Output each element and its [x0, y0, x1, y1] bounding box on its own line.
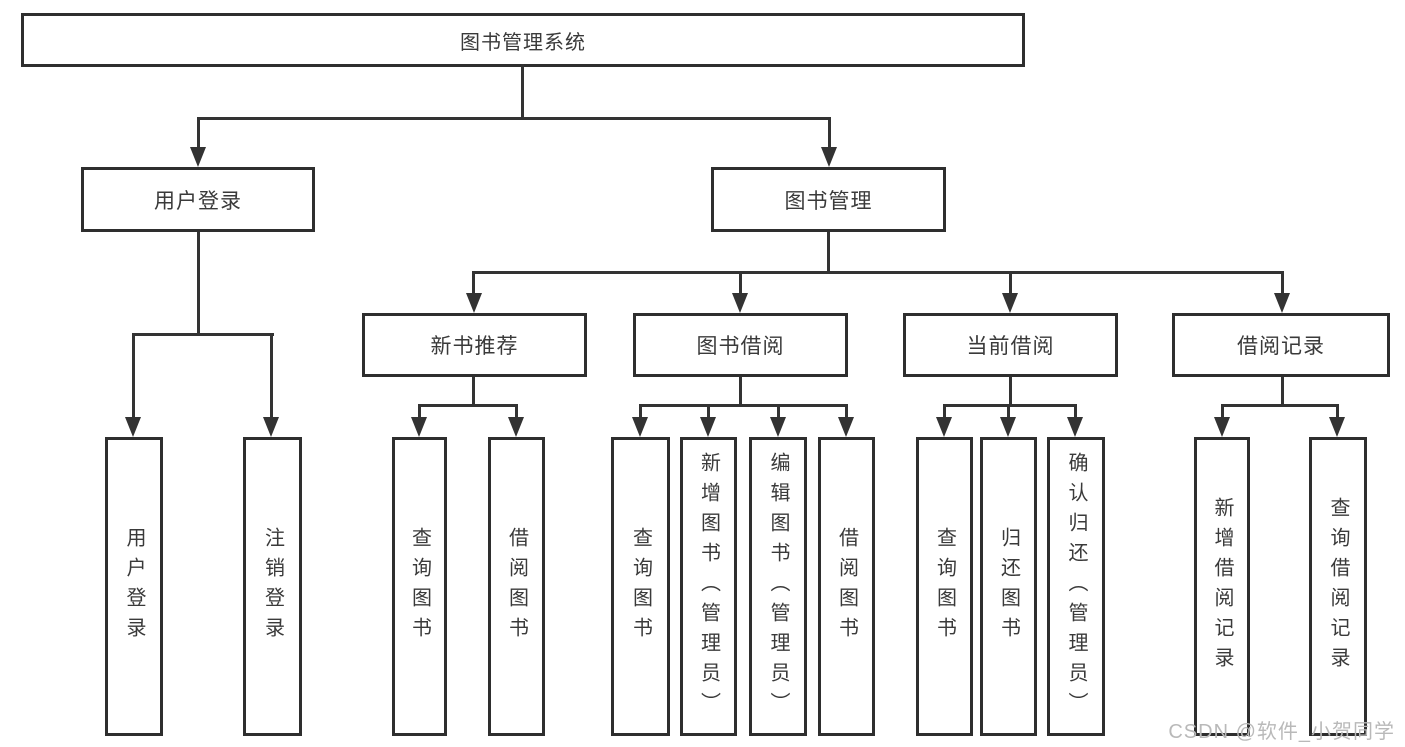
- node-root: 图书管理系统: [21, 13, 1025, 67]
- node-leaf-add-book-admin-label: 新增图书（管理员）: [697, 451, 720, 722]
- connector-borrow-bar: [639, 404, 847, 407]
- node-leaf-query-book-2: 查询图书: [611, 437, 670, 736]
- node-user-login: 用户登录: [81, 167, 315, 232]
- connector-level3-bar: [472, 271, 1284, 274]
- connector-current-c2-drop: [1007, 404, 1010, 420]
- node-leaf-logout-label: 注销登录: [261, 526, 284, 647]
- node-leaf-add-book-admin: 新增图书（管理员）: [680, 437, 737, 736]
- arrowhead-record: [1274, 293, 1290, 313]
- node-borrow-record: 借阅记录: [1172, 313, 1390, 377]
- arrowhead-userlogin: [190, 147, 206, 167]
- node-leaf-user-login: 用户登录: [105, 437, 163, 736]
- arrowhead-newbook-c1: [411, 417, 427, 437]
- connector-record-drop: [1281, 271, 1284, 296]
- connector-record-c1-drop: [1221, 404, 1224, 420]
- arrowhead-bookmgmt: [821, 147, 837, 167]
- connector-level2-bar: [197, 117, 831, 120]
- node-new-book-recommend-label: 新书推荐: [430, 335, 519, 358]
- node-book-management-label: 图书管理: [784, 189, 873, 213]
- connector-borrow-c3-drop: [777, 404, 780, 420]
- node-leaf-borrow-book-1: 借阅图书: [488, 437, 545, 736]
- node-leaf-query-book-2-label: 查询图书: [629, 526, 652, 647]
- node-leaf-borrow-book-2-label: 借阅图书: [835, 526, 858, 647]
- connector-newbook-stem: [472, 377, 475, 407]
- connector-current-bar: [943, 404, 1077, 407]
- node-leaf-query-book-1-label: 查询图书: [408, 526, 431, 647]
- node-book-management: 图书管理: [711, 167, 946, 232]
- node-current-borrow: 当前借阅: [903, 313, 1118, 377]
- connector-userlogin-child1-drop: [132, 333, 135, 418]
- arrowhead-borrow-c3: [770, 417, 786, 437]
- arrowhead-borrow-c2: [700, 417, 716, 437]
- connector-current-stem: [1009, 377, 1012, 407]
- connector-bookmgmt-stem: [827, 232, 830, 274]
- node-leaf-query-book-1: 查询图书: [392, 437, 447, 736]
- node-leaf-edit-book-admin: 编辑图书（管理员）: [749, 437, 807, 736]
- node-leaf-query-book-3: 查询图书: [916, 437, 973, 736]
- connector-userlogin-stem: [197, 232, 200, 336]
- connector-bookmgmt-drop: [828, 117, 831, 150]
- connector-borrow-c1-drop: [639, 404, 642, 420]
- arrowhead-current-c3: [1067, 417, 1083, 437]
- arrowhead-userlogin-child1: [125, 417, 141, 437]
- connector-borrow-stem: [739, 377, 742, 407]
- arrowhead-current-c2: [1000, 417, 1016, 437]
- node-leaf-confirm-return-admin-label: 确认归还（管理员）: [1065, 451, 1087, 722]
- connector-root-stem: [521, 64, 524, 119]
- node-leaf-add-borrow-record-label: 新增借阅记录: [1211, 496, 1233, 677]
- node-root-label: 图书管理系统: [460, 31, 586, 54]
- arrowhead-newbook-c2: [508, 417, 524, 437]
- connector-record-bar: [1221, 404, 1339, 407]
- node-current-borrow-label: 当前借阅: [966, 335, 1055, 358]
- connector-userlogin-bar: [132, 333, 274, 336]
- node-leaf-borrow-book-1-label: 借阅图书: [505, 526, 528, 647]
- csdn-watermark: CSDN @软件_小贺同学: [1168, 721, 1395, 743]
- node-leaf-query-borrow-record: 查询借阅记录: [1309, 437, 1367, 736]
- connector-record-c2-drop: [1336, 404, 1339, 420]
- node-leaf-query-book-3-label: 查询图书: [933, 526, 956, 647]
- connector-newbook-c2-drop: [515, 404, 518, 420]
- node-leaf-return-book: 归还图书: [980, 437, 1037, 736]
- connector-borrow-c2-drop: [707, 404, 710, 420]
- node-leaf-query-borrow-record-label: 查询借阅记录: [1327, 496, 1349, 677]
- connector-current-drop: [1009, 271, 1012, 296]
- node-leaf-logout: 注销登录: [243, 437, 302, 736]
- connector-newbook-c1-drop: [418, 404, 421, 420]
- arrowhead-record-c2: [1329, 417, 1345, 437]
- connector-borrow-drop: [739, 271, 742, 296]
- node-leaf-return-book-label: 归还图书: [997, 526, 1020, 647]
- node-leaf-confirm-return-admin: 确认归还（管理员）: [1047, 437, 1105, 736]
- arrowhead-current-c1: [936, 417, 952, 437]
- node-book-borrow-label: 图书借阅: [696, 335, 785, 358]
- connector-userlogin-drop: [197, 117, 200, 150]
- arrowhead-borrow-c1: [632, 417, 648, 437]
- connector-borrow-c4-drop: [845, 404, 848, 420]
- node-book-borrow: 图书借阅: [633, 313, 848, 377]
- connector-current-c1-drop: [943, 404, 946, 420]
- node-leaf-edit-book-admin-label: 编辑图书（管理员）: [767, 451, 789, 722]
- arrowhead-record-c1: [1214, 417, 1230, 437]
- node-leaf-add-borrow-record: 新增借阅记录: [1194, 437, 1250, 736]
- arrowhead-borrow: [732, 293, 748, 313]
- node-leaf-user-login-label: 用户登录: [123, 526, 145, 647]
- node-borrow-record-label: 借阅记录: [1237, 335, 1325, 358]
- connector-record-stem: [1281, 377, 1284, 407]
- arrowhead-borrow-c4: [838, 417, 854, 437]
- connector-newbook-drop: [472, 271, 475, 296]
- arrowhead-newbook: [466, 293, 482, 313]
- connector-current-c3-drop: [1074, 404, 1077, 420]
- connector-newbook-bar: [418, 404, 518, 407]
- node-user-login-label: 用户登录: [154, 189, 242, 213]
- arrowhead-userlogin-child2: [263, 417, 279, 437]
- arrowhead-current: [1002, 293, 1018, 313]
- node-leaf-borrow-book-2: 借阅图书: [818, 437, 875, 736]
- node-new-book-recommend: 新书推荐: [362, 313, 587, 377]
- connector-userlogin-child2-drop: [270, 333, 273, 418]
